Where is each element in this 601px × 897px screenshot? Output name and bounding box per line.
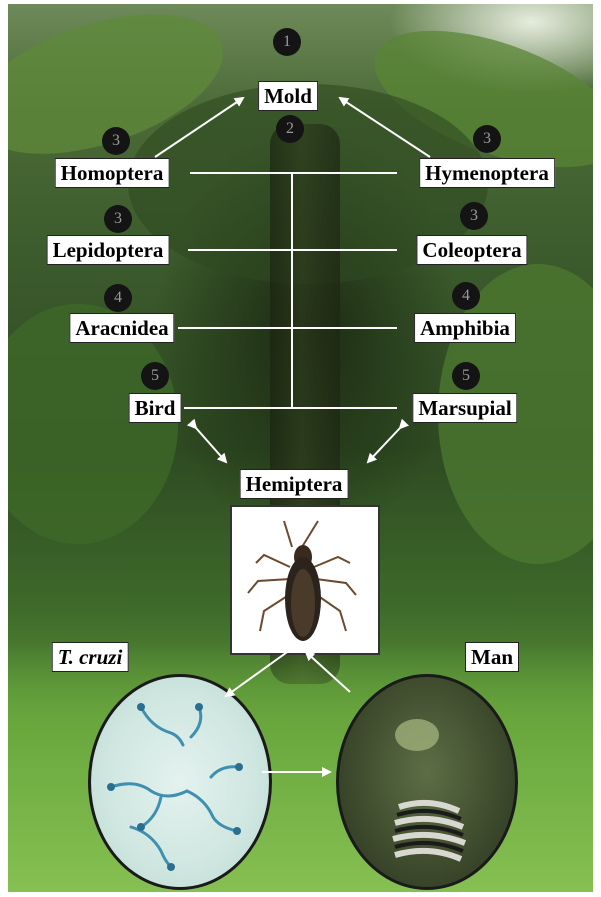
node-mold: Mold — [258, 81, 318, 111]
level-marker-hymenoptera: 3 — [473, 125, 501, 153]
arrow-marsupial-hemiptera — [368, 428, 400, 462]
level-marker-lepidoptera: 3 — [104, 205, 132, 233]
arrow-hymenoptera-mold — [340, 98, 430, 157]
node-hemiptera: Hemiptera — [240, 469, 349, 499]
level-marker-center: 2 — [276, 115, 304, 143]
node-hymenoptera: Hymenoptera — [419, 158, 555, 188]
level-marker-marsupial: 5 — [452, 362, 480, 390]
node-homoptera: Homoptera — [55, 158, 170, 188]
node-lepidoptera: Lepidoptera — [47, 235, 170, 265]
level-marker-coleoptera: 3 — [460, 202, 488, 230]
node-marsupial: Marsupial — [412, 393, 517, 423]
level-marker-aracnidea: 4 — [104, 284, 132, 312]
node-amphibia: Amphibia — [414, 313, 516, 343]
node-coleoptera: Coleoptera — [416, 235, 527, 265]
arrow-bug-tcruzi — [226, 650, 290, 696]
node-aracnidea: Aracnidea — [69, 313, 174, 343]
node-man: Man — [465, 642, 519, 672]
arrow-man-bug — [306, 652, 350, 692]
arrow-bird-hemiptera — [196, 428, 226, 462]
node-bird: Bird — [129, 393, 182, 423]
level-marker-bird: 5 — [141, 362, 169, 390]
level-marker-top: 1 — [273, 28, 301, 56]
arrow-homoptera-mold — [155, 98, 243, 157]
level-marker-amphibia: 4 — [452, 282, 480, 310]
node-t-cruzi: T. cruzi — [52, 642, 129, 672]
level-marker-homoptera: 3 — [102, 127, 130, 155]
